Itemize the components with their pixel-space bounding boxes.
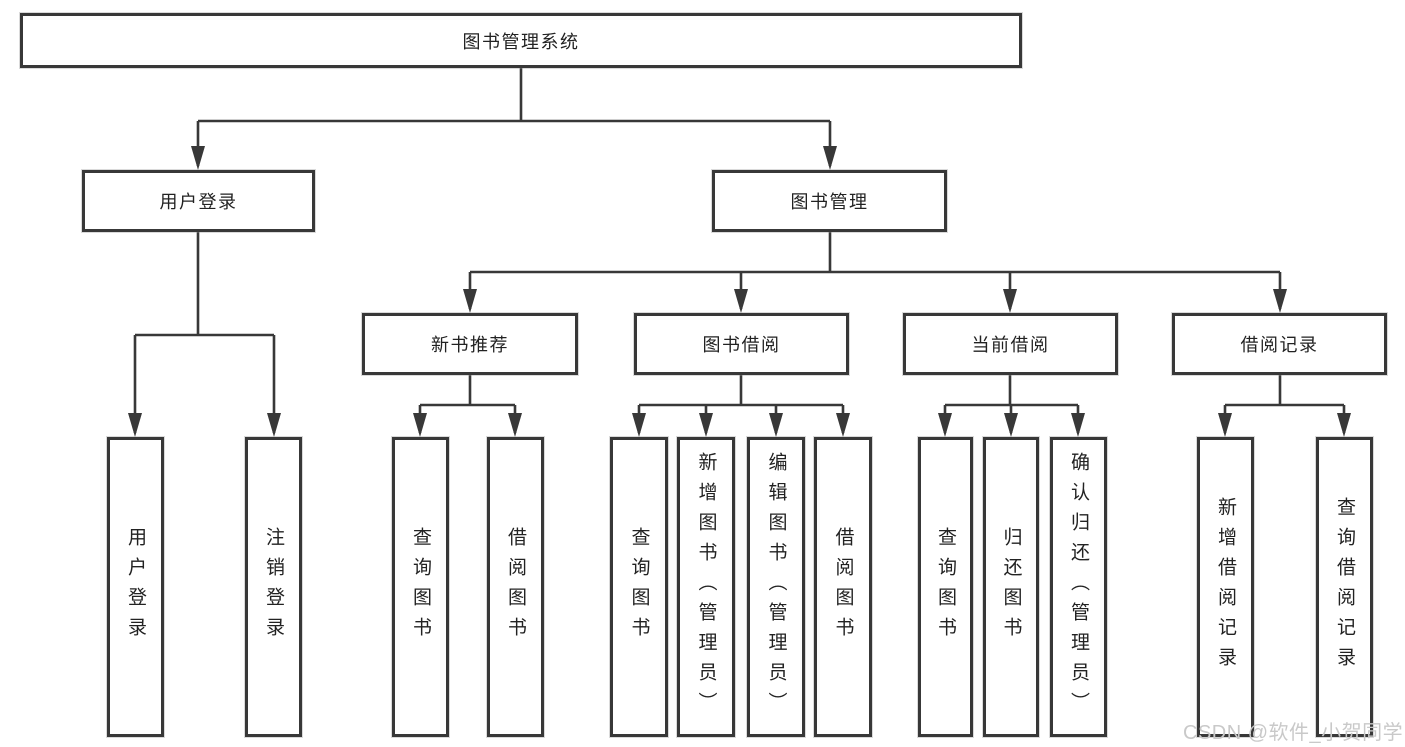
arrow-down-icon: [508, 413, 522, 437]
leaf-return-book: 归还图书: [983, 437, 1039, 737]
csdn-watermark: CSDN @软件_小贺同学: [1183, 722, 1404, 744]
leaf-borrow-book: 借阅图书: [487, 437, 544, 737]
leaf-logout: 注销登录: [245, 437, 302, 737]
arrow-down-icon: [1071, 413, 1085, 437]
leaf-label: 用户登录: [125, 527, 146, 647]
leaf-label: 注销登录: [263, 527, 284, 647]
arrow-down-icon: [699, 413, 713, 437]
connector-current-borrow-children: [938, 375, 1085, 437]
node-book-management: 图书管理: [712, 170, 947, 232]
connector-new-book-children: [413, 375, 522, 437]
leaf-add-book-admin: 新增图书（管理员）: [677, 437, 735, 737]
leaf-label: 新增借阅记录: [1215, 497, 1236, 677]
leaf-edit-book-admin: 编辑图书（管理员）: [747, 437, 805, 737]
leaf-query-borrow-record: 查询借阅记录: [1316, 437, 1373, 737]
arrow-down-icon: [1273, 289, 1287, 313]
leaf-label: 借阅图书: [832, 527, 854, 647]
connector-borrow-record-children: [1218, 375, 1351, 437]
node-current-borrow: 当前借阅: [903, 313, 1118, 375]
arrow-down-icon: [1003, 289, 1017, 313]
node-borrow-record: 借阅记录: [1172, 313, 1387, 375]
arrow-down-icon: [1218, 413, 1232, 437]
connector-book-mgmt-to-level3: [463, 232, 1287, 313]
arrow-down-icon: [1004, 413, 1018, 437]
leaf-borrow-book: 借阅图书: [814, 437, 872, 737]
leaf-add-borrow-record: 新增借阅记录: [1197, 437, 1254, 737]
leaf-user-login: 用户登录: [107, 437, 164, 737]
connector-root-to-level2: [191, 68, 837, 170]
leaf-label: 编辑图书（管理员）: [765, 452, 787, 722]
leaf-query-book: 查询图书: [610, 437, 668, 737]
leaf-label: 新增图书（管理员）: [695, 452, 717, 722]
connector-user-login-children: [128, 232, 281, 437]
leaf-label: 借阅图书: [505, 527, 526, 647]
arrow-down-icon: [267, 413, 281, 437]
arrow-down-icon: [413, 413, 427, 437]
node-user-login: 用户登录: [82, 170, 315, 232]
connector-book-borrow-children: [632, 375, 850, 437]
node-label: 当前借阅: [971, 335, 1050, 355]
leaf-confirm-return-admin: 确认归还（管理员）: [1050, 437, 1107, 737]
leaf-label: 归还图书: [1000, 527, 1022, 647]
node-label: 借阅记录: [1240, 335, 1319, 355]
node-label: 新书推荐: [431, 335, 509, 355]
leaf-label: 查询图书: [410, 527, 431, 647]
node-label: 图书管理: [790, 192, 869, 212]
node-label: 用户登录: [159, 192, 238, 212]
arrow-down-icon: [1337, 413, 1351, 437]
arrow-down-icon: [836, 413, 850, 437]
arrow-down-icon: [128, 413, 142, 437]
leaf-label: 确认归还（管理员）: [1068, 452, 1089, 722]
arrow-down-icon: [463, 289, 477, 313]
arrow-down-icon: [769, 413, 783, 437]
arrow-down-icon: [191, 146, 205, 170]
arrow-down-icon: [734, 289, 748, 313]
node-label: 图书借阅: [702, 335, 781, 355]
node-book-borrow: 图书借阅: [634, 313, 849, 375]
leaf-label: 查询图书: [935, 527, 956, 647]
leaf-query-book: 查询图书: [918, 437, 973, 737]
leaf-label: 查询借阅记录: [1334, 497, 1355, 677]
leaf-query-book: 查询图书: [392, 437, 449, 737]
arrow-down-icon: [632, 413, 646, 437]
arrow-down-icon: [938, 413, 952, 437]
arrow-down-icon: [823, 146, 837, 170]
node-root-system: 图书管理系统: [20, 13, 1022, 68]
node-label: 图书管理系统: [462, 31, 580, 52]
leaf-label: 查询图书: [628, 527, 650, 647]
node-new-book-recommend: 新书推荐: [362, 313, 578, 375]
